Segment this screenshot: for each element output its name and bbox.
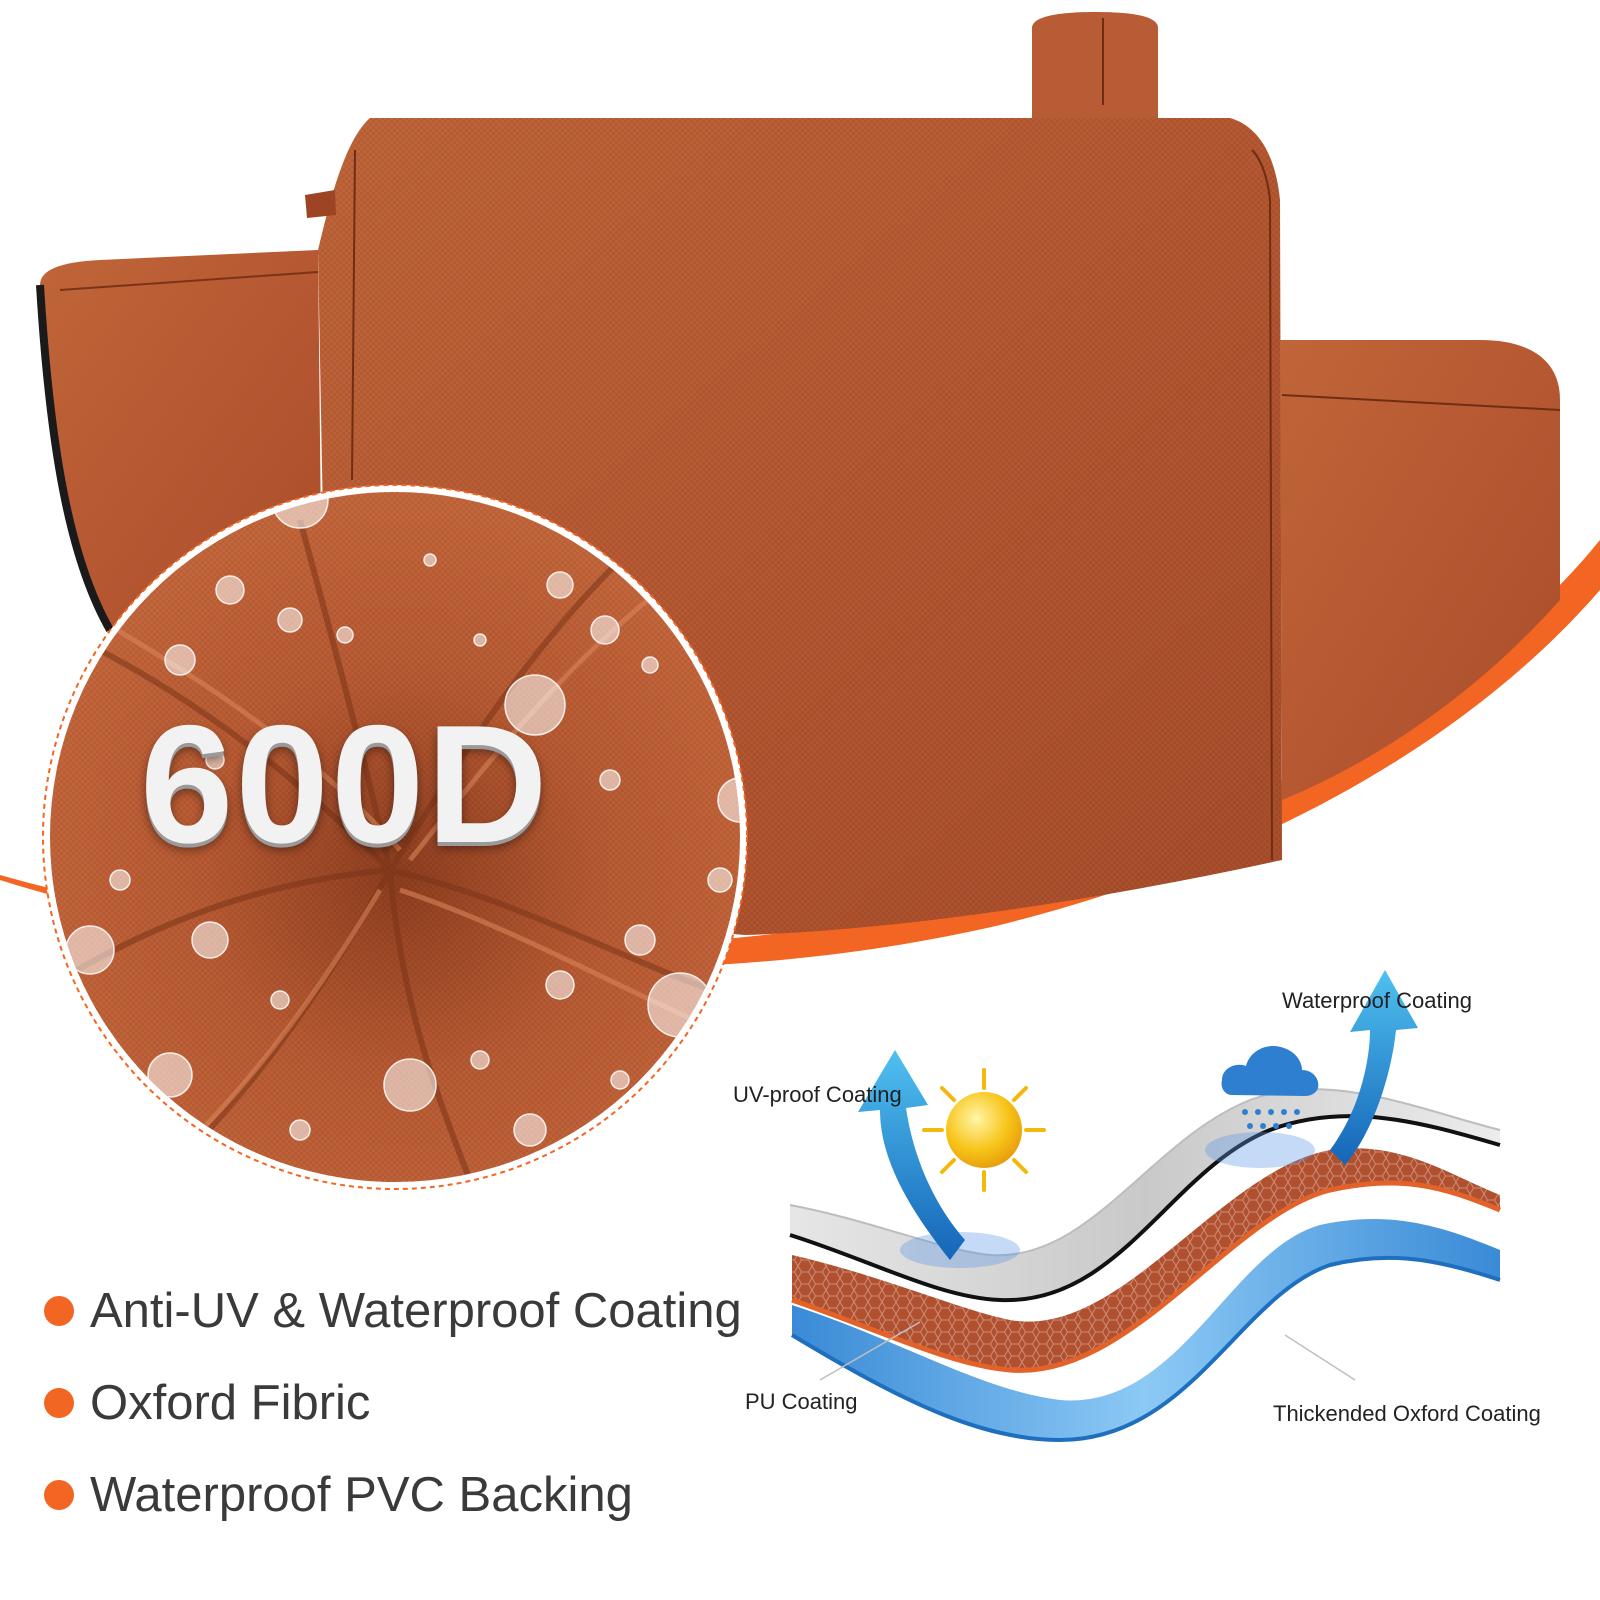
water-droplets [65, 492, 740, 1147]
pu-coating-label: PU Coating [745, 1389, 858, 1414]
arrow-up-icon [858, 1050, 965, 1260]
sun-icon [922, 1068, 1046, 1192]
oxford-coating-label: Thickended Oxford Coating [1273, 1401, 1541, 1426]
waterproof-coating-label: Waterproof Coating [1282, 988, 1472, 1013]
pu-layer [792, 1219, 1500, 1440]
bullet-dot-icon [44, 1388, 74, 1418]
bullet-dot-icon [44, 1480, 74, 1510]
uv-proof-coating-label: UV-proof Coating [733, 1082, 902, 1107]
rain-cloud-icon [1221, 1046, 1319, 1129]
feature-item: Oxford Fibric [44, 1357, 742, 1449]
feature-list: Anti-UV & Waterproof Coating Oxford Fibr… [44, 1265, 742, 1541]
fabric-denier-badge: 600D [140, 690, 550, 878]
feature-label: Anti-UV & Waterproof Coating [90, 1284, 742, 1338]
fabric-zoom-circle [42, 484, 748, 1190]
arrow-up-icon [1330, 970, 1418, 1165]
layers-diagram [789, 1088, 1501, 1443]
bullet-dot-icon [44, 1296, 74, 1326]
feature-label: Waterproof PVC Backing [90, 1468, 633, 1522]
feature-item: Anti-UV & Waterproof Coating [44, 1265, 742, 1357]
feature-label: Oxford Fibric [90, 1376, 371, 1430]
waterproof-layer [790, 1089, 1500, 1301]
feature-item: Waterproof PVC Backing [44, 1449, 742, 1541]
